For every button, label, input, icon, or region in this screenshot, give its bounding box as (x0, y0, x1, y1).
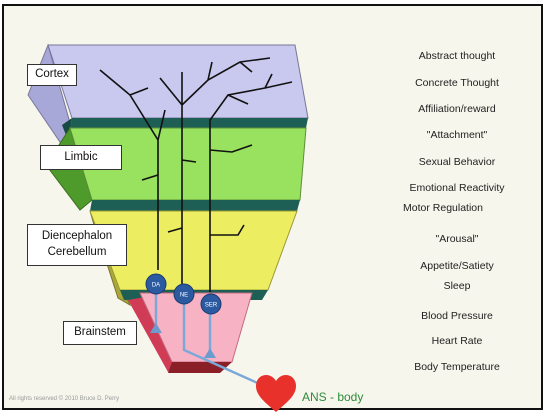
limbic-band (90, 200, 300, 211)
neurotransmitter-da-label: DA (152, 283, 160, 289)
ans-body-label: ANS - body (302, 390, 363, 404)
heart-icon (256, 375, 296, 412)
neurotransmitter-da: DA (146, 274, 166, 294)
brainstem-label-text: Brainstem (74, 325, 126, 341)
function-emotional-reactivity: Emotional Reactivity (409, 182, 504, 194)
function-attachment: "Attachment" (427, 129, 488, 141)
limbic-label-text: Limbic (64, 150, 97, 166)
function-blood-pressure: Blood Pressure (421, 310, 493, 322)
neurotransmitter-ser: SER (201, 294, 221, 314)
function-motor-regulation: Motor Regulation (403, 202, 483, 214)
neurotransmitter-ser-label: SER (205, 303, 218, 309)
diencephalon-cerebellum-label: Diencephalon Cerebellum (27, 224, 127, 266)
function-body-temperature: Body Temperature (414, 361, 500, 373)
function-affiliation-reward: Affiliation/reward (418, 103, 495, 115)
neurotransmitter-ne-label: NE (180, 293, 188, 299)
function-arousal: "Arousal" (435, 233, 478, 245)
function-abstract-thought: Abstract thought (419, 50, 495, 62)
cortex-label: Cortex (27, 64, 77, 86)
neurotransmitter-ne: NE (174, 284, 194, 304)
function-sexual-behavior: Sexual Behavior (419, 156, 495, 168)
function-heart-rate: Heart Rate (432, 335, 483, 347)
cortex-band (70, 118, 308, 128)
function-appetite-satiety: Appetite/Satiety (420, 260, 494, 272)
limbic-label: Limbic (40, 145, 122, 170)
copyright-notice: All rights reserved © 2010 Bruce D. Perr… (9, 396, 119, 402)
cortex-label-text: Cortex (35, 67, 69, 83)
function-concrete-thought: Concrete Thought (415, 77, 499, 89)
function-sleep: Sleep (444, 280, 471, 292)
cerebellum-label-text: Cerebellum (48, 245, 107, 261)
brainstem-label: Brainstem (63, 321, 137, 345)
diencephalon-label-text: Diencephalon (42, 229, 112, 245)
